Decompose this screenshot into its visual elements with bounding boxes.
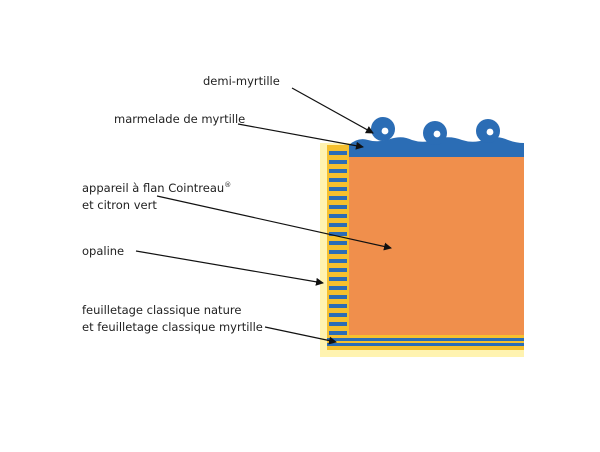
registered-mark: ® <box>224 181 232 189</box>
label-feuilletage: feuilletage classique nature et feuillet… <box>82 302 263 336</box>
opaline-stripe <box>329 268 347 272</box>
opaline-stripe <box>329 187 347 191</box>
opaline-stripe <box>329 304 347 308</box>
leader-arrows <box>135 87 392 345</box>
feuilletage-blue-1 <box>327 338 524 341</box>
opaline-stripe <box>329 151 347 155</box>
opaline-stripe <box>329 241 347 245</box>
label-flan-line2: et citron vert <box>82 198 157 212</box>
label-demi-myrtille: demi-myrtille <box>203 73 280 90</box>
marmelade-layer <box>349 137 524 160</box>
opaline-stripe <box>329 295 347 299</box>
feuilletage-yellow-bottom <box>327 346 524 350</box>
opaline-stripe <box>329 223 347 227</box>
opaline-stripe <box>329 196 347 200</box>
arrow-demi-myrtille <box>291 87 374 134</box>
opaline-stripe <box>329 277 347 281</box>
feuilletage-blue-2 <box>327 343 524 346</box>
label-feuilletage-line2: et feuilletage classique myrtille <box>82 320 263 334</box>
label-marmelade-text: marmelade de myrtille <box>114 112 246 126</box>
opaline-stripes <box>329 151 347 335</box>
label-opaline-text: opaline <box>82 244 125 258</box>
opaline-stripe <box>329 322 347 326</box>
label-demi-myrtille-text: demi-myrtille <box>203 74 280 88</box>
opaline-stripe <box>329 178 347 182</box>
opaline-stripe <box>329 169 347 173</box>
arrow-marmelade <box>237 123 364 150</box>
opaline-stripe <box>329 313 347 317</box>
arrow-opaline <box>135 250 324 286</box>
label-flan-line1-text: appareil à flan Cointreau <box>82 181 225 195</box>
feuilletage-yellow-mid <box>327 341 524 343</box>
arrow-feuilletage <box>264 326 337 345</box>
opaline-stripe <box>329 259 347 263</box>
arrow-flan <box>156 195 392 251</box>
opaline-stripe <box>329 160 347 164</box>
label-flan-line1: appareil à flan Cointreau® <box>82 177 231 197</box>
opaline-stripe <box>329 250 347 254</box>
demi-myrtille-berries <box>371 117 500 145</box>
opaline-stripe <box>329 331 347 335</box>
label-opaline: opaline <box>82 243 124 260</box>
label-flan: appareil à flan Cointreau® et citron ver… <box>82 177 231 214</box>
opaline-stripe <box>329 232 347 236</box>
flan-block <box>349 157 524 335</box>
label-marmelade: marmelade de myrtille <box>114 111 245 128</box>
feuilletage-yellow-top <box>327 335 524 338</box>
opaline-stripe <box>329 286 347 290</box>
label-feuilletage-line1: feuilletage classique nature <box>82 303 242 317</box>
opaline-stripe <box>329 214 347 218</box>
opaline-stripe <box>329 205 347 209</box>
